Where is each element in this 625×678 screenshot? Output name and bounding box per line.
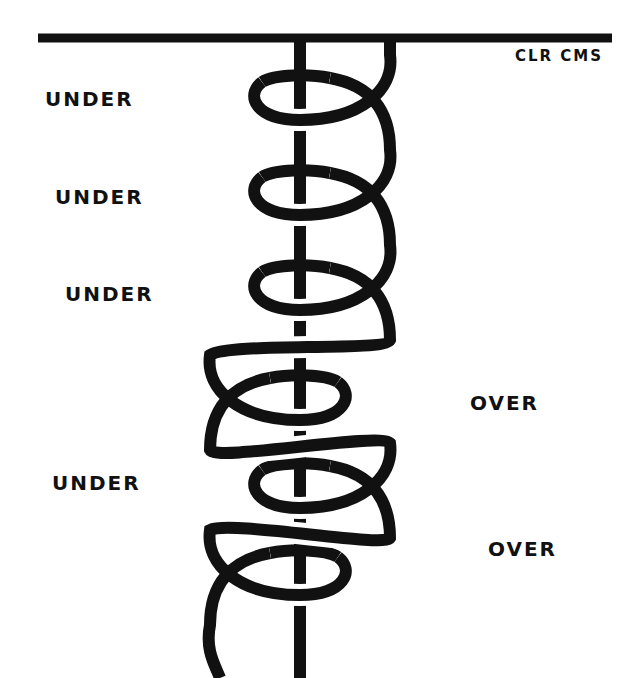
crossing-label: OVER (488, 538, 557, 560)
crossing-label: UNDER (52, 472, 141, 494)
crossing-label: UNDER (65, 283, 154, 305)
crossing-label: CLR CMS (515, 48, 603, 65)
crossing-label: OVER (470, 392, 539, 414)
front-strand (209, 42, 391, 678)
crossing-label: UNDER (45, 88, 134, 110)
crossing-label: UNDER (55, 186, 144, 208)
hanging-bar (38, 34, 612, 43)
strand-gap (209, 42, 391, 678)
